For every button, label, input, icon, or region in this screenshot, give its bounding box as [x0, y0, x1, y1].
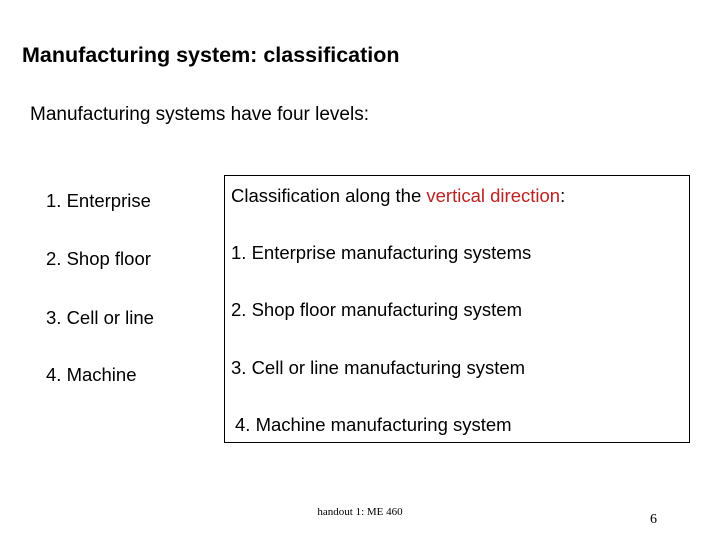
list-item: 2. Shop floor — [46, 248, 151, 269]
page-title: Manufacturing system: classification — [22, 43, 400, 67]
handout-footer: handout 1: ME 460 — [317, 506, 403, 518]
classification-header-suffix: : — [560, 185, 566, 206]
classification-box: Classification along the vertical direct… — [224, 175, 690, 443]
list-item: 1. Enterprise — [46, 190, 151, 211]
list-item: 1. Enterprise manufacturing systems — [231, 242, 532, 263]
levels-list: 1. Enterprise 2. Shop floor 3. Cell or l… — [46, 175, 216, 443]
list-item: 2. Shop floor manufacturing system — [231, 299, 523, 320]
list-item: 3. Cell or line — [46, 307, 154, 328]
list-item: 4. Machine — [46, 364, 137, 385]
page-number: 6 — [650, 512, 657, 527]
list-item: 4. Machine manufacturing system — [235, 414, 512, 435]
classification-header-accent: vertical direction — [426, 185, 561, 206]
classification-header: Classification along the vertical direct… — [231, 185, 566, 206]
classification-header-prefix: Classification along the — [231, 185, 427, 206]
list-item: 3. Cell or line manufacturing system — [231, 357, 526, 378]
slide-subtitle: Manufacturing systems have four levels: — [30, 104, 369, 125]
